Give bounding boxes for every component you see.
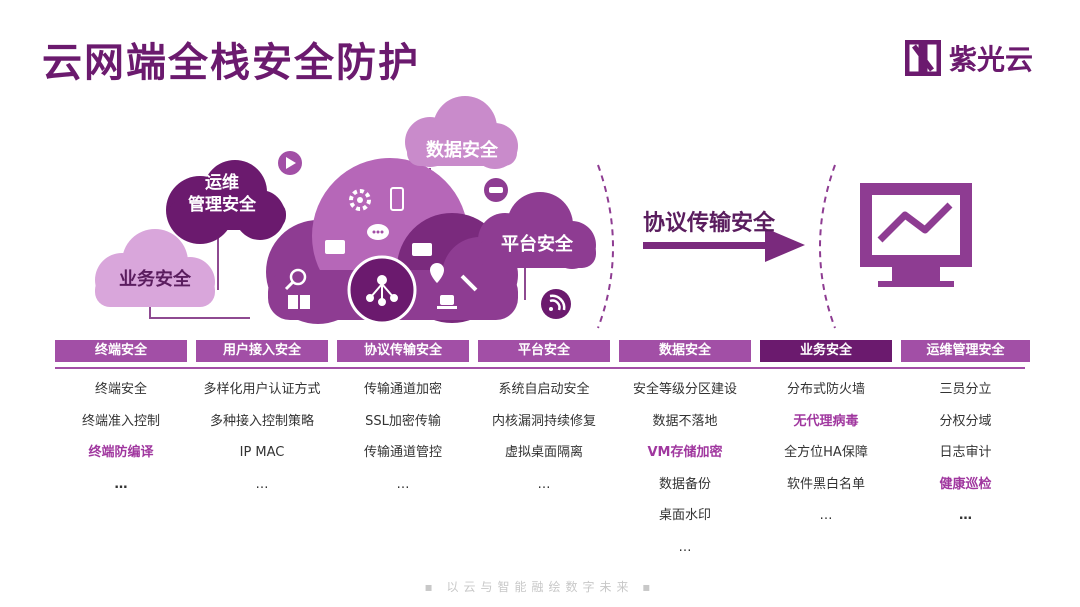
cloud-label-platform: 平台安全	[501, 233, 574, 255]
list-item: …	[396, 476, 410, 492]
list-item: 传输通道管控	[363, 445, 442, 460]
column-header: 运维管理安全	[901, 340, 1030, 362]
column-header: 用户接入安全	[196, 340, 328, 362]
data-cloud: 数据安全	[405, 96, 518, 169]
chat-icon	[367, 224, 389, 240]
logo-text: 紫光云	[949, 43, 1034, 76]
cloud-label-business: 业务安全	[119, 268, 192, 290]
column-terminal: 终端安全 终端准入控制 终端防编译 …	[55, 380, 187, 506]
column-platform: 系统自启动安全 内核漏洞持续修复 虚拟桌面隔离 …	[478, 380, 610, 506]
header-row: 终端安全 用户接入安全 协议传输安全 平台安全 数据安全 业务安全 运维管理安全	[55, 340, 1030, 362]
coffee-icon	[437, 295, 457, 309]
list-item: …	[114, 476, 128, 492]
list-item: 桌面水印	[658, 508, 711, 523]
book-icon	[288, 295, 310, 309]
list-item: IP MAC	[239, 445, 285, 460]
phone-icon	[390, 187, 404, 211]
cloud-label-ops-line1: 运维	[205, 172, 239, 193]
list-item: …	[959, 508, 972, 523]
list-item: 虚拟桌面隔离	[504, 445, 583, 460]
platform-cloud: 平台安全	[478, 192, 596, 269]
list-item: 数据不落地	[652, 413, 718, 429]
list-item: 三员分立	[939, 382, 992, 397]
column-header: 终端安全	[55, 340, 187, 362]
list-item: …	[255, 476, 269, 492]
arrow	[643, 228, 805, 262]
briefcase-icon	[325, 240, 345, 254]
list-item: 健康巡检	[939, 476, 992, 492]
column-business: 分布式防火墙 无代理病毒 全方位HA保障 软件黑白名单 …	[760, 380, 892, 538]
list-item: 无代理病毒	[793, 413, 859, 429]
column-header: 业务安全	[760, 340, 892, 362]
list-item: 日志审计	[939, 445, 992, 460]
list-item: …	[819, 508, 833, 523]
list-item: 终端安全	[94, 382, 147, 397]
list-item: 分布式防火墙	[786, 382, 865, 397]
list-item: 多样化用户认证方式	[203, 382, 321, 397]
column-data: 安全等级分区建设 数据不落地 VM存储加密 数据备份 桌面水印 …	[619, 380, 751, 569]
car-icon	[484, 178, 508, 202]
list-item: 内核漏洞持续修复	[491, 413, 596, 429]
list-item: 传输通道加密	[363, 382, 442, 397]
monitor-icon	[860, 183, 972, 287]
column-ops: 三员分立 分权分域 日志审计 健康巡检 …	[901, 380, 1030, 538]
footer-slogan: ▪ 以云与智能融绘数字未来 ▪	[424, 580, 656, 594]
column-header: 平台安全	[478, 340, 610, 362]
list-item: 软件黑白名单	[786, 476, 865, 492]
column-user-access: 多样化用户认证方式 多种接入控制策略 IP MAC …	[196, 380, 328, 506]
logo-mark-icon	[905, 40, 941, 76]
business-cloud: 业务安全	[95, 229, 215, 307]
play-icon	[278, 151, 302, 175]
network-icon	[366, 275, 398, 306]
list-item: …	[678, 539, 692, 555]
gear-icon	[349, 189, 371, 211]
cloud-label-data: 数据安全	[426, 139, 499, 161]
ops-cloud: 运维 管理安全	[166, 160, 286, 244]
logo: 紫光云	[905, 38, 1033, 78]
list-item: 多种接入控制策略	[209, 413, 314, 429]
list-item: VM存储加密	[647, 445, 723, 460]
header-divider	[55, 367, 1025, 369]
arrow-label: 协议传输安全	[643, 211, 776, 236]
list-item: 终端防编译	[88, 445, 154, 460]
list-item: 系统自启动安全	[498, 382, 590, 397]
list-item: 全方位HA保障	[784, 445, 868, 460]
page-title: 云网端全栈安全防护	[42, 40, 420, 86]
card-icon	[412, 243, 432, 256]
security-diagram: 运维 管理安全 业务安全 数据安全 平台安全	[95, 96, 972, 329]
wrench-icon	[460, 274, 478, 292]
list-item: …	[537, 476, 551, 492]
location-icon	[430, 263, 444, 283]
search-icon	[284, 268, 307, 291]
list-item: 分权分域	[939, 413, 992, 429]
column-header: 协议传输安全	[337, 340, 469, 362]
list-item: 终端准入控制	[81, 413, 160, 429]
column-protocol: 传输通道加密 SSL加密传输 传输通道管控 …	[337, 380, 469, 506]
rss-icon	[541, 289, 571, 319]
cloud-label-ops-line2: 管理安全	[188, 194, 257, 215]
column-header: 数据安全	[619, 340, 751, 362]
list-item: 安全等级分区建设	[632, 382, 737, 397]
list-item: SSL加密传输	[365, 413, 441, 429]
list-item: 数据备份	[658, 476, 711, 492]
